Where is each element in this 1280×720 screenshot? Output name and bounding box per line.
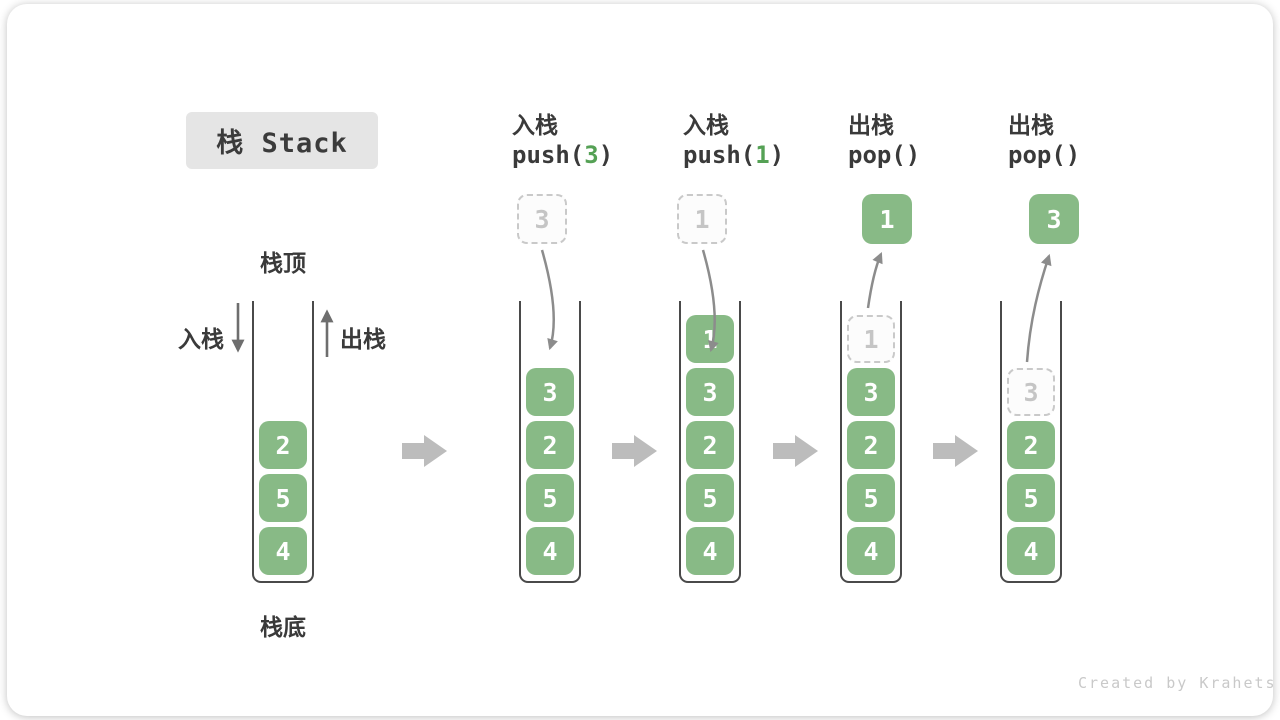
stack-item: 3 <box>686 368 734 416</box>
code-arg: 1 <box>755 141 770 169</box>
operation-code: push(3) <box>512 141 672 169</box>
floating-item-popped-3: 3 <box>1029 194 1079 244</box>
code-pre: push( <box>512 141 585 169</box>
stack-after-push-1: 1 3 2 5 4 <box>679 301 741 583</box>
code-arg: 3 <box>584 141 599 169</box>
stack-item: 5 <box>686 474 734 522</box>
stack-item: 2 <box>847 421 895 469</box>
stack-item: 3 <box>847 368 895 416</box>
stack-after-pop-1: 1 3 2 5 4 <box>840 301 902 583</box>
stack-initial: 2 5 4 <box>252 301 314 583</box>
stack-item: 4 <box>686 527 734 575</box>
operation-label: 出栈 <box>1008 112 1054 138</box>
pop-side-label: 出栈 <box>340 326 386 352</box>
code-pre: pop( <box>848 141 906 169</box>
page-title: 栈 Stack <box>216 128 348 159</box>
operation-header-push-3: 入栈 push(3) <box>512 106 672 169</box>
stack-after-push-3: 3 2 5 4 <box>519 301 581 583</box>
operation-code: pop() <box>848 141 1008 169</box>
stack-top-label: 栈顶 <box>260 250 306 276</box>
stack-item: 2 <box>526 421 574 469</box>
code-post: ) <box>1065 141 1081 169</box>
push-side-label: 入栈 <box>178 326 224 352</box>
stack-item: 4 <box>1007 527 1055 575</box>
stack-item: 5 <box>259 474 307 522</box>
stack-item: 2 <box>1007 421 1055 469</box>
stack-item: 1 <box>686 315 734 363</box>
title-box: 栈 Stack <box>186 112 378 169</box>
operation-header-push-1: 入栈 push(1) <box>683 106 843 169</box>
code-post: ) <box>598 141 614 169</box>
code-pre: push( <box>683 141 756 169</box>
stack-bottom-label: 栈底 <box>260 614 306 640</box>
stack-item-removed: 1 <box>847 315 895 363</box>
operation-code: push(1) <box>683 141 843 169</box>
stack-item: 2 <box>686 421 734 469</box>
stack-item: 5 <box>526 474 574 522</box>
operation-header-pop-2: 出栈 pop() <box>1008 106 1168 169</box>
stack-item: 3 <box>526 368 574 416</box>
code-post: ) <box>769 141 785 169</box>
stack-after-pop-2: 3 2 5 4 <box>1000 301 1062 583</box>
operation-label: 出栈 <box>848 112 894 138</box>
code-post: ) <box>905 141 921 169</box>
code-pre: pop( <box>1008 141 1066 169</box>
operation-code: pop() <box>1008 141 1168 169</box>
stack-item: 4 <box>847 527 895 575</box>
floating-item-popped-1: 1 <box>862 194 912 244</box>
stack-item: 5 <box>847 474 895 522</box>
stack-item-removed: 3 <box>1007 368 1055 416</box>
stack-item: 2 <box>259 421 307 469</box>
stack-item: 5 <box>1007 474 1055 522</box>
stack-item: 4 <box>526 527 574 575</box>
floating-item-push-1: 1 <box>677 194 727 244</box>
operation-label: 入栈 <box>683 112 729 138</box>
watermark: Created by Krahets <box>1078 674 1277 692</box>
operation-header-pop-1: 出栈 pop() <box>848 106 1008 169</box>
operation-label: 入栈 <box>512 112 558 138</box>
stack-item: 4 <box>259 527 307 575</box>
floating-item-push-3: 3 <box>517 194 567 244</box>
